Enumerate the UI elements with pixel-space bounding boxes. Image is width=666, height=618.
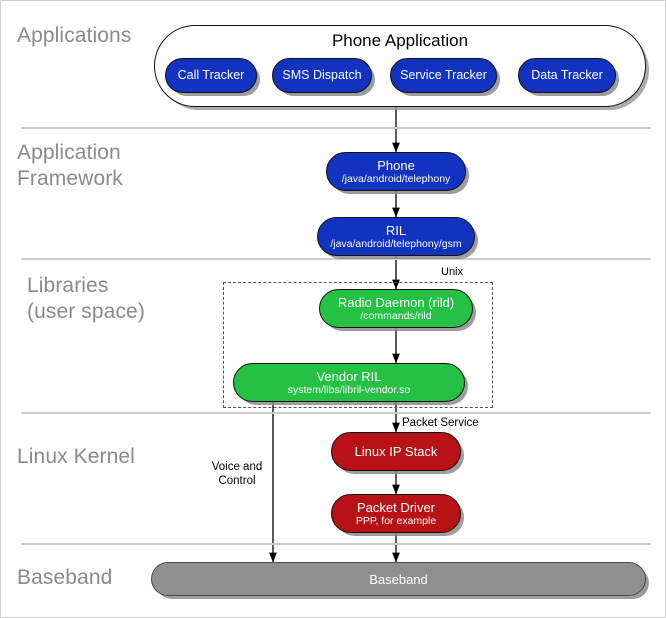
node-ril[interactable]: RIL /java/android/telephony/gsm [317,217,475,256]
app-pill-service-tracker[interactable]: Service Tracker [390,58,497,93]
layer-label-linux-kernel: Linux Kernel [17,445,135,468]
node-baseband-title: Baseband [369,571,428,587]
app-pill-call-tracker[interactable]: Call Tracker [165,58,257,93]
layer-label-libraries: Libraries (user space) [27,274,145,323]
node-packet-driver[interactable]: Packet Driver PPP, for example [331,494,461,533]
edge-label-packet-service: Packet Service [402,417,479,429]
node-radio-daemon[interactable]: Radio Daemon (rild) /commands/rild [319,289,473,328]
unix-group-label: Unix [441,266,464,278]
phone-application-title: Phone Application [331,31,469,50]
node-vendor-ril-subtitle: system/libs/libril-vendor.so [287,384,411,396]
layer-label-applications: Applications [17,24,132,47]
app-pill-service-tracker-label: Service Tracker [400,68,487,82]
app-pill-sms-dispatch[interactable]: SMS Dispatch [272,58,372,93]
divider-application-framework [21,258,651,260]
node-linux-ip-stack[interactable]: Linux IP Stack [331,432,461,471]
divider-libraries [21,412,651,414]
app-pill-data-tracker-label: Data Tracker [531,68,603,82]
node-phone-subtitle: /java/android/telephony [341,173,451,185]
node-phone-title: Phone [377,158,415,173]
node-radio-daemon-subtitle: /commands/rild [360,310,432,322]
node-ril-subtitle: /java/android/telephony/gsm [330,238,462,250]
node-packet-driver-subtitle: PPP, for example [355,515,437,527]
node-packet-driver-title: Packet Driver [356,500,436,515]
app-pill-data-tracker[interactable]: Data Tracker [518,58,616,93]
divider-linux-kernel [21,543,651,545]
node-radio-daemon-title: Radio Daemon (rild) [337,295,455,310]
edge-label-voice-and-control: Voice and Control [211,461,263,487]
layer-label-application-framework: Application Framework [17,141,123,190]
unix-group-box [223,282,493,408]
node-vendor-ril-title: Vendor RIL [316,369,382,384]
node-linux-ip-stack-title: Linux IP Stack [354,444,438,459]
node-baseband[interactable]: Baseband [151,562,646,596]
divider-applications [21,127,651,129]
node-phone[interactable]: Phone /java/android/telephony [326,152,466,191]
app-pill-call-tracker-label: Call Tracker [177,68,245,82]
layer-label-baseband: Baseband [17,566,113,589]
node-vendor-ril[interactable]: Vendor RIL system/libs/libril-vendor.so [233,363,465,402]
node-ril-title: RIL [385,223,407,238]
app-pill-sms-dispatch-label: SMS Dispatch [282,68,362,82]
